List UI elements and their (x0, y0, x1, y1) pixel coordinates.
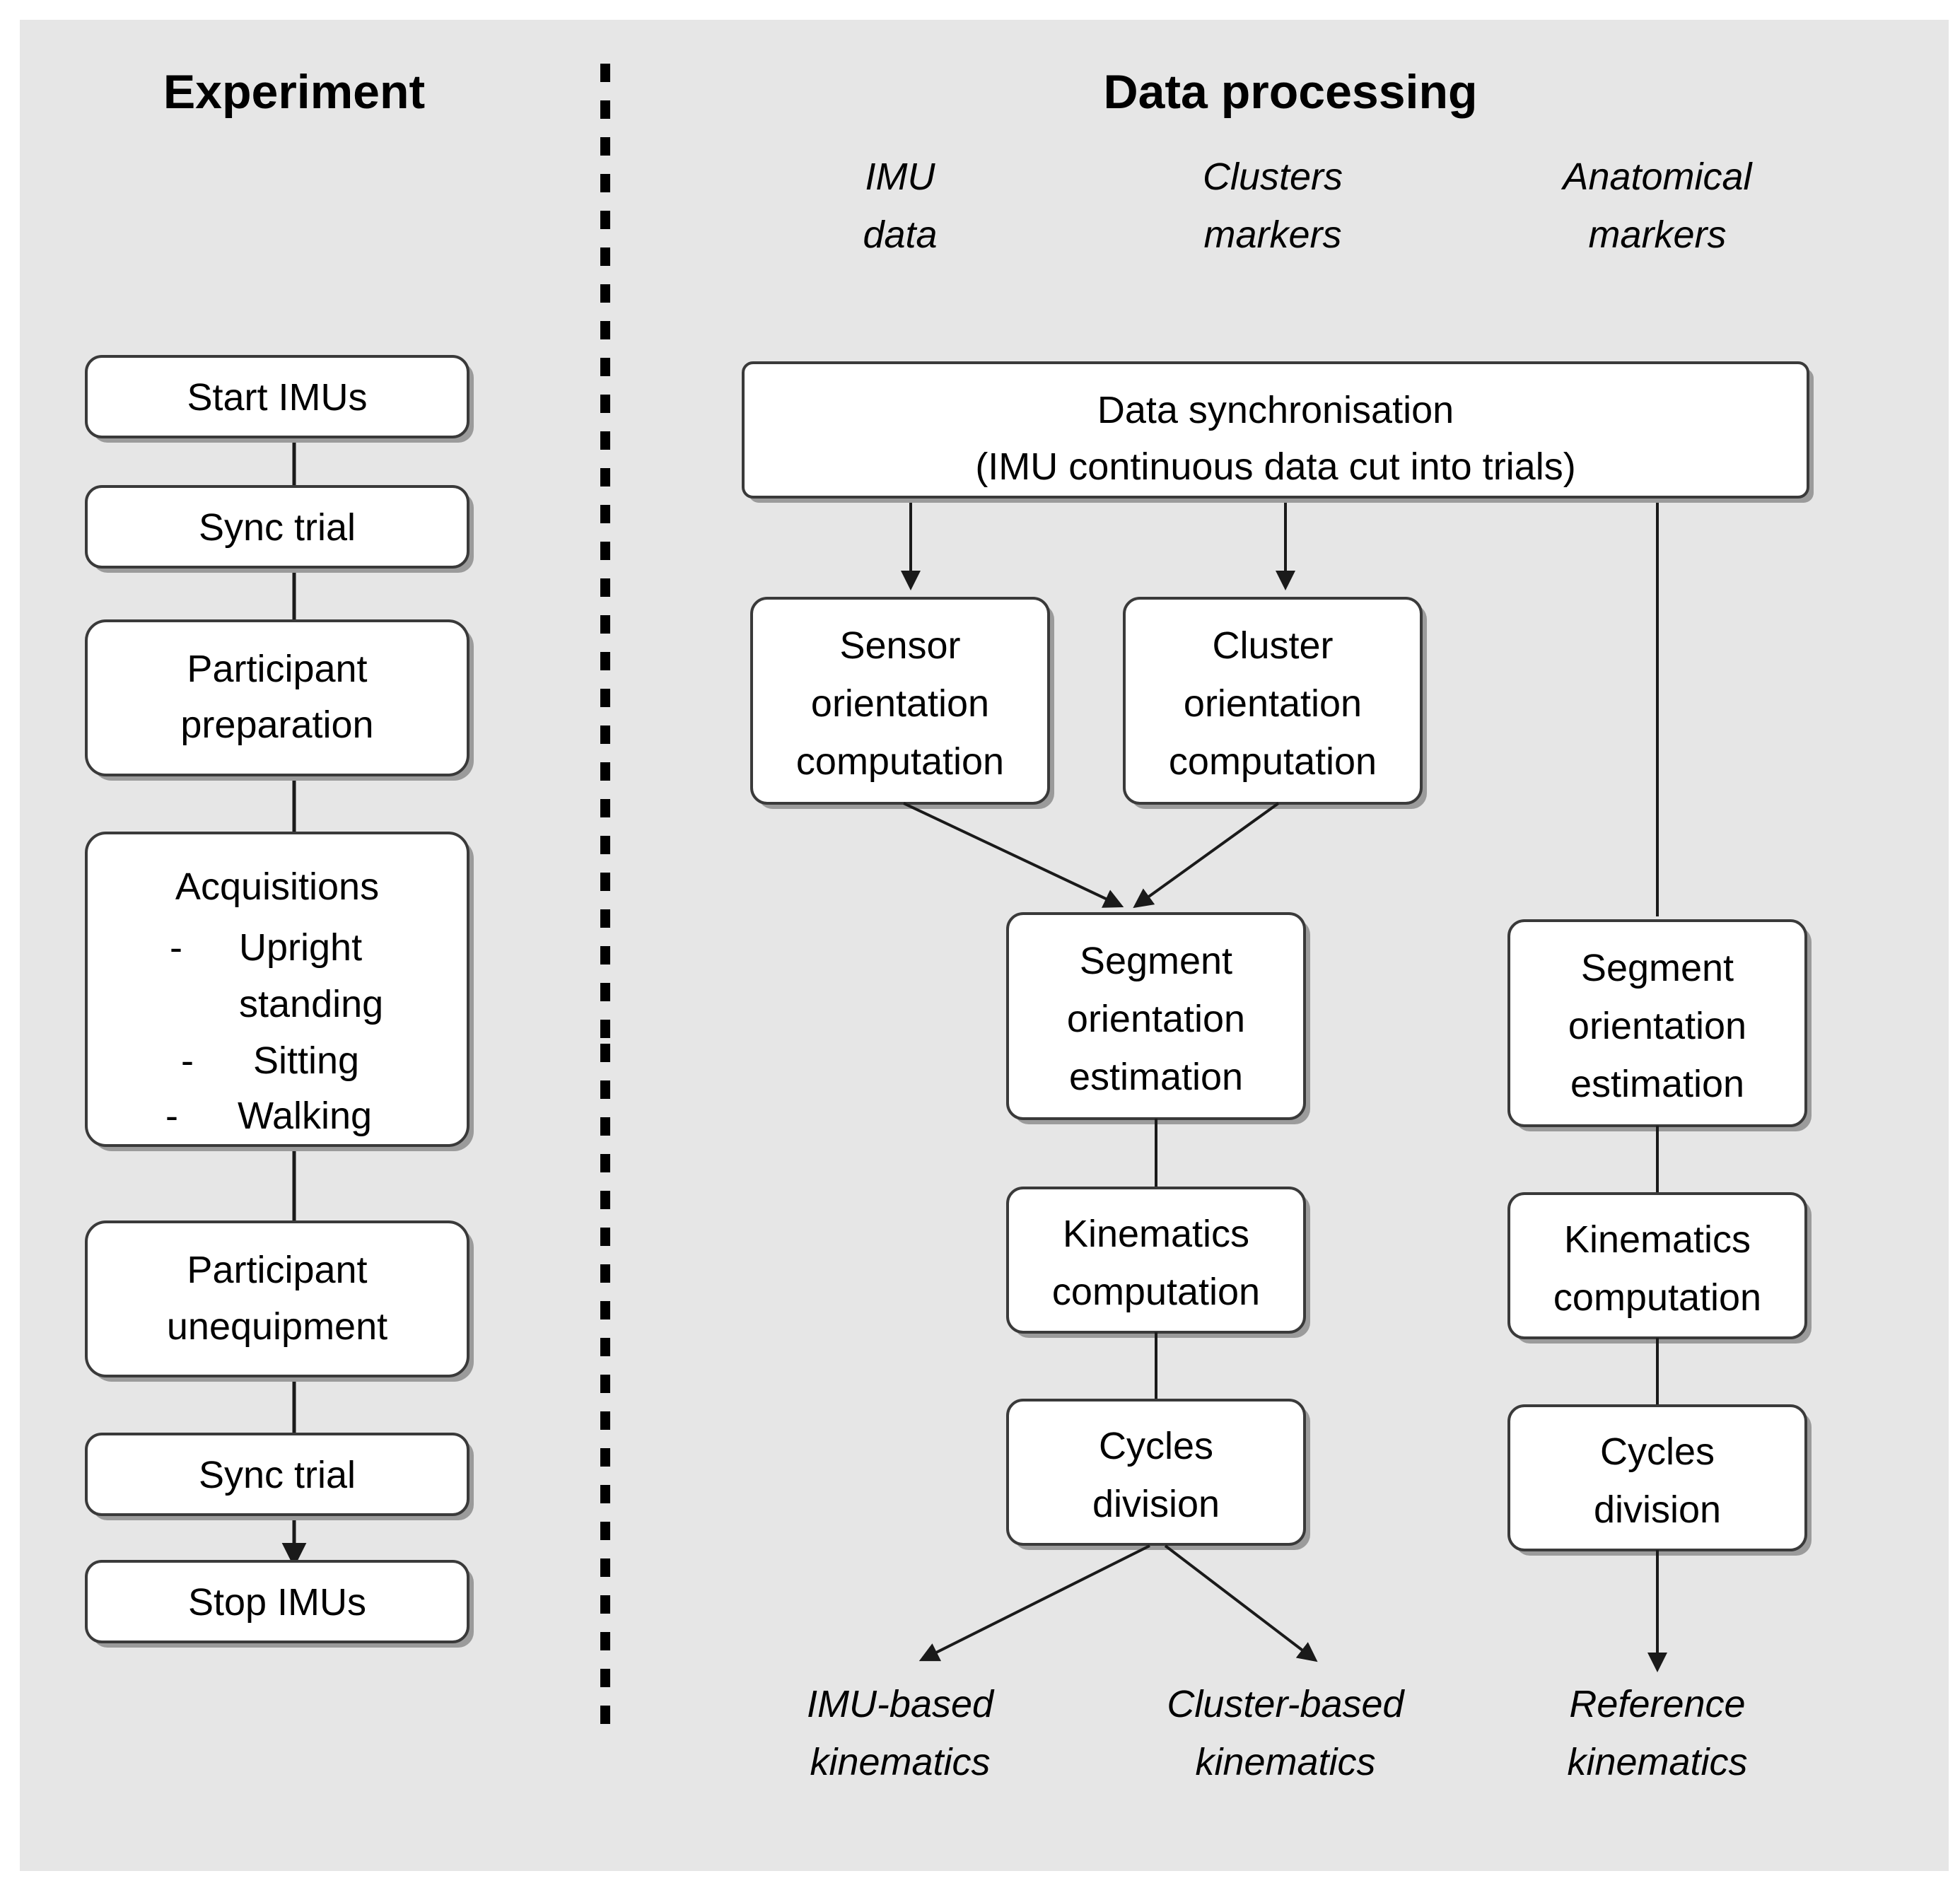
acquisitions-bullet-2-line-1: Sitting (253, 1039, 359, 1082)
node-participant-preparation-label-1: Participant (187, 648, 367, 690)
node-segment-orientation-estimation-imu-label-2: orientation (1067, 998, 1245, 1040)
output-reference-kinematics-line-1: Reference (1569, 1683, 1745, 1725)
node-acquisitions[interactable] (85, 832, 469, 1147)
output-imu-based-kinematics-line-2: kinematics (810, 1741, 990, 1783)
node-participant-unequipment-label-1: Participant (187, 1249, 367, 1291)
node-participant-preparation-label-2: preparation (180, 704, 373, 746)
input-clusters-markers-line-1: Clusters (1203, 156, 1343, 198)
node-participant-unequipment[interactable] (85, 1220, 469, 1377)
experiment-title: Experiment (163, 65, 425, 119)
node-kinematics-computation-ref-label-1: Kinematics (1564, 1218, 1751, 1261)
acquisitions-bullet-1-line-2: standing (239, 983, 383, 1025)
output-imu-based-kinematics-line-1: IMU-based (807, 1683, 995, 1725)
input-anatomical-markers-line-2: markers (1588, 214, 1726, 256)
flowchart-figure: Experiment Data processing Start IMUs Sy… (20, 20, 1949, 1871)
node-cycles-division-imu[interactable] (1006, 1399, 1306, 1546)
acquisitions-bullet-marker-1: - (170, 926, 182, 969)
input-imu-data-line-1: IMU (865, 156, 936, 198)
node-sync-trial-1[interactable] (85, 485, 469, 569)
connector-cycles-to-cluster-kinematics (1164, 1544, 1318, 1662)
connector-cluster-to-segment (1133, 802, 1280, 909)
node-sensor-orientation-computation-label-3: computation (796, 740, 1004, 783)
output-cluster-based-kinematics-line-2: kinematics (1195, 1741, 1375, 1783)
node-participant-preparation[interactable] (85, 619, 469, 776)
acquisitions-bullet-1-line-1: Upright (239, 926, 362, 969)
node-kinematics-computation-ref-label-2: computation (1553, 1276, 1761, 1319)
connector-sensor-to-segment (903, 802, 1124, 908)
node-cycles-division-imu-label-1: Cycles (1099, 1425, 1213, 1467)
node-segment-orientation-estimation-ref-label-3: estimation (1570, 1063, 1744, 1105)
node-segment-orientation-estimation-imu-label-1: Segment (1080, 940, 1232, 982)
node-stop-imus[interactable] (85, 1560, 469, 1643)
output-cluster-based-kinematics-line-1: Cluster-based (1167, 1683, 1405, 1725)
node-sync-trial-1-label: Sync trial (199, 506, 356, 549)
node-sensor-orientation-computation-label-2: orientation (811, 682, 989, 725)
node-kinematics-computation-imu-label-2: computation (1052, 1271, 1260, 1313)
node-cluster-orientation-computation-label-2: orientation (1184, 682, 1362, 725)
node-acquisitions-heading: Acquisitions (175, 866, 379, 908)
input-imu-data-line-2: data (863, 214, 937, 256)
input-clusters-markers-line-2: markers (1203, 214, 1341, 256)
node-cycles-division-ref-label-2: division (1594, 1488, 1721, 1531)
node-segment-orientation-estimation-imu-label-3: estimation (1069, 1056, 1243, 1098)
node-cycles-division-ref-label-1: Cycles (1600, 1430, 1715, 1473)
node-start-imus-label: Start IMUs (187, 376, 367, 419)
node-start-imus[interactable] (85, 355, 469, 438)
node-segment-orientation-estimation-ref-label-1: Segment (1581, 947, 1734, 989)
node-cluster-orientation-computation-label-3: computation (1169, 740, 1377, 783)
connector-cycles-to-imu-kinematics (918, 1544, 1150, 1662)
node-data-synchronisation[interactable] (742, 361, 1809, 499)
acquisitions-bullet-marker-3: - (165, 1095, 178, 1137)
node-sync-trial-2-label: Sync trial (199, 1454, 356, 1496)
node-sensor-orientation-computation-label-1: Sensor (839, 624, 960, 667)
data-processing-title: Data processing (1103, 65, 1477, 119)
acquisitions-bullet-marker-2: - (181, 1039, 194, 1082)
node-data-synchronisation-label-2: (IMU continuous data cut into trials) (975, 445, 1575, 488)
acquisitions-bullet-3-line-1: Walking (238, 1095, 372, 1137)
node-sync-trial-2[interactable] (85, 1433, 469, 1516)
node-cycles-division-imu-label-2: division (1092, 1483, 1220, 1525)
node-kinematics-computation-imu-label-1: Kinematics (1063, 1213, 1249, 1255)
input-anatomical-markers-line-1: Anatomical (1561, 156, 1753, 198)
node-cluster-orientation-computation[interactable] (1123, 597, 1423, 805)
node-stop-imus-label: Stop IMUs (188, 1581, 366, 1624)
node-sensor-orientation-computation[interactable] (750, 597, 1050, 805)
node-participant-unequipment-label-2: unequipment (167, 1305, 387, 1348)
node-segment-orientation-estimation-ref-label-2: orientation (1568, 1005, 1746, 1047)
flowchart-canvas: Experiment Data processing Start IMUs Sy… (85, 64, 1814, 1783)
node-cluster-orientation-computation-label-1: Cluster (1212, 624, 1333, 667)
node-data-synchronisation-label-1: Data synchronisation (1097, 389, 1454, 431)
output-reference-kinematics-line-2: kinematics (1567, 1741, 1747, 1783)
